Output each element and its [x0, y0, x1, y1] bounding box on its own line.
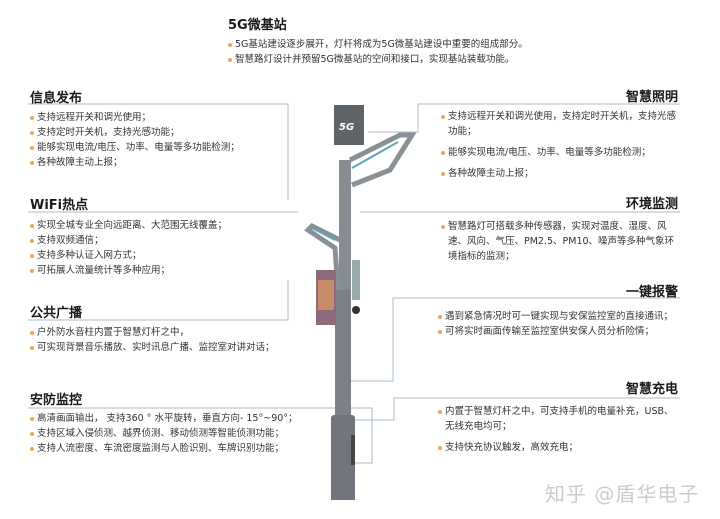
list-item: 支持定时开关机，支持光感功能；	[30, 125, 285, 140]
list-5g: 5G基站建设逐步展开，灯杆将成为5G微基站建设中重要的组成部分。 智慧路灯设计并…	[228, 37, 558, 67]
list-item: 高清画面输出， 支持360 ° 水平旋转，垂直方向- 15°~90°；	[30, 411, 330, 426]
pole-base	[331, 415, 355, 500]
list-charging: 内置于智慧灯杆之中，可支持手机的电量补充，USB、无线充电均可； 支持快充协议触…	[438, 404, 678, 461]
charging-port	[351, 435, 355, 465]
list-item: 支持区域入侵侦测、越界侦测、移动侦测等智能侦测功能；	[30, 426, 330, 441]
list-item: 内置于智慧灯杆之中，可支持手机的电量补充，USB、无线充电均可；	[438, 404, 678, 434]
heading-charging: 智慧充电	[625, 382, 678, 397]
connector-alarm	[350, 297, 680, 382]
list-item: 智慧路灯设计并预留5G微基站的空间和接口，实现基站装载功能。	[228, 52, 558, 67]
heading-alarm: 一键报警	[625, 285, 678, 300]
sensor-unit	[352, 260, 360, 300]
watermark: 知乎 @盾华电子	[545, 482, 700, 506]
5g-badge: 5G	[339, 122, 354, 133]
heading-wifi: WiFi热点	[30, 198, 89, 213]
5g-box	[334, 105, 364, 145]
list-item: 能够实现电流/电压、功率、电量等多功能检测；	[30, 140, 285, 155]
heading-info: 信息发布	[30, 91, 83, 106]
heading-broadcast: 公共广播	[30, 306, 83, 321]
heading-environment: 环境监测	[625, 197, 678, 212]
connector-lighting	[368, 103, 680, 133]
list-item: 支持远程开关和调光使用，支持定时开关机，支持光感功能；	[441, 109, 681, 139]
list-environment: 智慧路灯可搭载多种传感器，实现对温度、湿度、风速、风向、气压、PM2.5、PM1…	[441, 219, 681, 264]
list-item: 能够实现电流/电压、功率、电量等多功能检测；	[441, 145, 681, 160]
list-item: 5G基站建设逐步展开，灯杆将成为5G微基站建设中重要的组成部分。	[228, 37, 558, 52]
list-security: 高清画面输出， 支持360 ° 水平旋转，垂直方向- 15°~90°； 支持区域…	[30, 411, 330, 456]
smart-pole-illustration: 5G	[304, 105, 417, 500]
list-item: 实现全城专业全向远距离、大范围无线覆盖；	[30, 218, 285, 233]
list-item: 可实现背景音乐播放、实时讯息广播、监控室对讲对话；	[30, 340, 320, 355]
left-lamp-arm	[304, 222, 342, 291]
heading-5g: 5G微基站	[228, 18, 287, 33]
connector-broadcast	[28, 280, 289, 321]
list-lighting: 支持远程开关和调光使用，支持定时开关机，支持光感功能； 能够实现电流/电压、功率…	[441, 109, 681, 187]
heading-security: 安防监控	[30, 393, 83, 408]
list-item: 各种故障主动上报；	[30, 155, 285, 170]
list-item: 支持远程开关和调光使用；	[30, 110, 285, 125]
right-lamp-arm	[348, 132, 417, 188]
list-item: 可将实时画面传输至监控室供安保人员分析险情；	[438, 324, 688, 339]
camera	[352, 306, 360, 314]
connector-charging	[352, 397, 680, 421]
list-broadcast: 户外防水音柱内置于智慧灯杆之中， 可实现背景音乐播放、实时讯息广播、监控室对讲对…	[30, 325, 320, 355]
list-item: 支持人流密度、车流密度监测与人脸识别、车牌识别功能；	[30, 441, 330, 456]
list-item: 支持多种认证入网方式；	[30, 248, 285, 263]
list-item: 支持双频通信；	[30, 233, 285, 248]
list-item: 智慧路灯可搭载多种传感器，实现对温度、湿度、风速、风向、气压、PM2.5、PM1…	[441, 219, 681, 264]
connector-security	[28, 407, 373, 464]
list-info: 支持远程开关和调光使用； 支持定时开关机，支持光感功能； 能够实现电流/电压、功…	[30, 110, 285, 170]
list-item: 户外防水音柱内置于智慧灯杆之中，	[30, 325, 320, 340]
list-item: 可拓展人流量统计等多种应用；	[30, 263, 285, 278]
heading-lighting: 智慧照明	[625, 90, 678, 105]
list-item: 遇到紧急情况时可一键实现与安保监控室的直接通讯；	[438, 309, 688, 324]
list-wifi: 实现全城专业全向远距离、大范围无线覆盖； 支持双频通信； 支持多种认证入网方式；…	[30, 218, 285, 278]
connector-info	[28, 103, 289, 200]
list-item: 支持快充协议触发，高效充电；	[438, 440, 678, 455]
list-item: 各种故障主动上报；	[441, 166, 681, 181]
list-alarm: 遇到紧急情况时可一键实现与安保监控室的直接通讯； 可将实时画面传输至监控室供安保…	[438, 309, 688, 339]
